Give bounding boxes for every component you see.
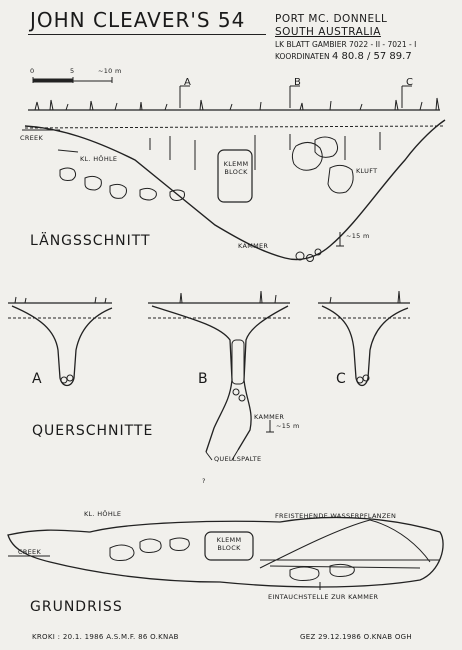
small-cave-label: KL. HÖHLE	[80, 155, 118, 163]
fissure-label: KLUFT	[356, 167, 378, 175]
water-plants-label: FREISTEHENDE WASSERPFLANZEN	[275, 512, 397, 520]
cross-section-a-label: A	[32, 371, 43, 387]
footer-sketch-credit: KROKI : 20.1. 1986 A.S.M.F. 86 O.KNAB	[32, 633, 179, 641]
cross-section-a-drawing	[8, 296, 113, 387]
scale-label-10m: ~10 m	[98, 67, 122, 75]
footer-drawing-credit: GEZ 29.12.1986 O.KNAB OGH	[300, 633, 412, 641]
map-sheet: LK BLATT GAMBIER 7022 - II - 7021 - I	[275, 40, 417, 49]
creek-label: CREEK	[20, 134, 44, 142]
klemmblock-label: KLEMM BLOCK	[223, 160, 249, 176]
coordinates-label: KOORDINATEN	[275, 52, 330, 61]
longitudinal-section-title: LÄNGSSCHNITT	[30, 233, 151, 249]
section-marker-a: A	[184, 77, 191, 88]
plan-creek-label: CREEK	[18, 548, 42, 556]
page-title: JOHN CLEAVER'S 54	[30, 8, 246, 32]
chamber-label: KAMMER	[238, 242, 269, 250]
cross-sections-title: QUERSCHNITTE	[32, 423, 154, 439]
plan-small-cave-label: KL. HÖHLE	[84, 510, 122, 518]
coordinates-value: 4 80.8 / 57 89.7	[332, 51, 412, 62]
scale-label-0: 0	[30, 67, 35, 75]
location-line2: SOUTH AUSTRALIA	[275, 26, 381, 38]
dive-point-label: EINTAUCHSTELLE ZUR KAMMER	[268, 593, 379, 601]
unknown-continuation-label: ?	[202, 477, 206, 485]
depth-label: ~15 m	[346, 232, 370, 240]
scale-bar	[32, 77, 113, 83]
section-marker-c: C	[406, 77, 413, 88]
cross-section-c-label: C	[336, 371, 347, 387]
cross-section-c-drawing	[318, 290, 410, 387]
cross-depth-label: ~15 m	[276, 422, 300, 430]
cross-section-b-label: B	[198, 371, 209, 387]
cross-section-b-drawing	[148, 290, 290, 461]
scale-label-5: 5	[70, 67, 75, 75]
plan-drawing	[7, 516, 444, 590]
location-line1: PORT MC. DONNELL	[275, 13, 388, 25]
plan-title: GRUNDRISS	[30, 599, 123, 615]
cross-chamber-label: KAMMER	[254, 413, 285, 421]
coordinates: KOORDINATEN 4 80.8 / 57 89.7	[275, 52, 412, 62]
section-marker-b: B	[294, 77, 301, 88]
spring-fissure-label: QUELLSPALTE	[214, 455, 262, 463]
longitudinal-section-drawing	[22, 85, 446, 262]
title-underline	[28, 34, 266, 35]
plan-klemmblock-label: KLEMM BLOCK	[216, 536, 242, 552]
